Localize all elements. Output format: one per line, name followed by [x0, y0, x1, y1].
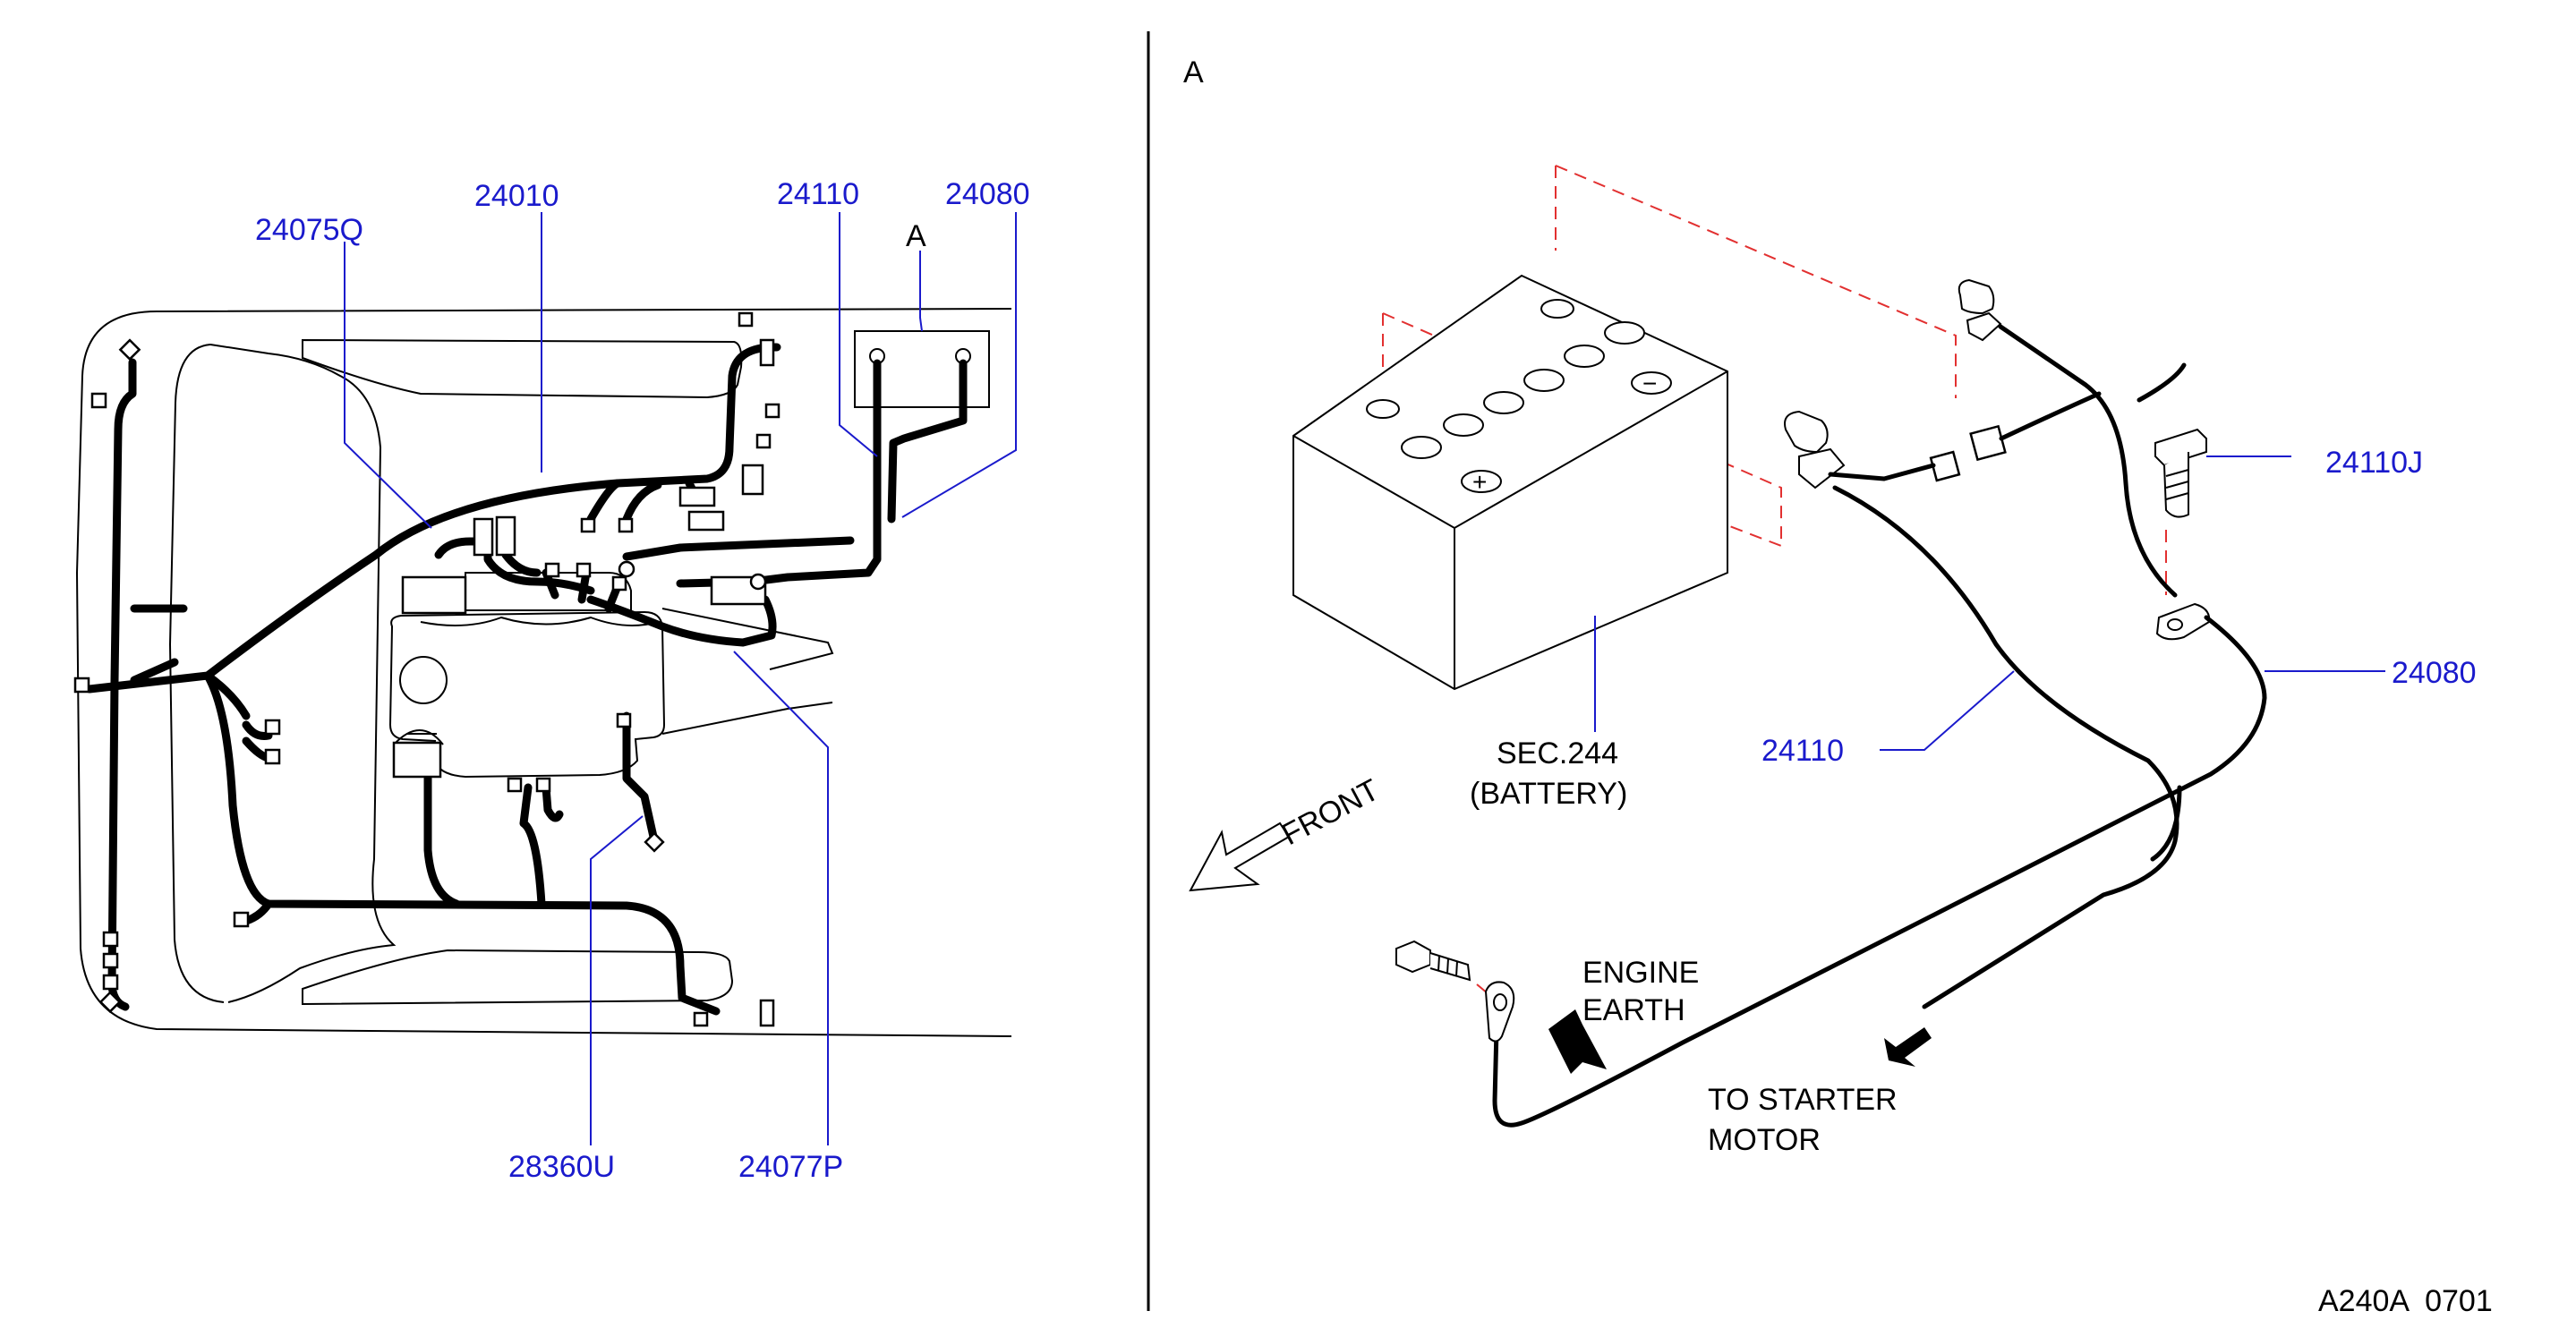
- label-front: FRONT: [1276, 773, 1385, 853]
- label-to-starter-2: MOTOR: [1708, 1123, 1821, 1157]
- battery-cells: [1366, 299, 1672, 493]
- label-24080-right: 24080: [2392, 656, 2477, 690]
- earth-terminal: [1484, 981, 1515, 1043]
- label-view-a: A: [906, 219, 926, 253]
- bolt-24110j: [2154, 428, 2207, 518]
- label-engine-earth-1: ENGINE: [1582, 956, 1699, 990]
- starter-arrow: [1884, 1027, 1932, 1067]
- main-harness-24010: [85, 343, 781, 1016]
- leader-24080: [901, 212, 1017, 518]
- cable-24110: [1828, 463, 1936, 481]
- label-battery-sec: SEC.244: [1497, 736, 1618, 770]
- front-arrow: [1189, 821, 1291, 892]
- label-24110j: 24110J: [2325, 446, 2423, 480]
- harness-connectors: [73, 311, 780, 1027]
- label-24010: 24010: [474, 179, 559, 213]
- engine-earth-arrow: [1548, 1009, 1607, 1074]
- battery-detail-view: A: [1183, 55, 2477, 1157]
- label-28360u: 28360U: [508, 1150, 615, 1184]
- label-24077p: 24077P: [738, 1150, 843, 1184]
- cable-24080: [1492, 615, 2267, 1128]
- battery-cables: [1492, 324, 2267, 1128]
- sheet-code: A240A 0701: [2318, 1284, 2493, 1318]
- leader-24110-right: [1880, 670, 2015, 751]
- label-to-starter-1: TO STARTER: [1708, 1083, 1898, 1117]
- leader-24075q: [344, 242, 432, 529]
- battery-sec244: + −: [1292, 274, 1728, 691]
- leader-a: [919, 251, 923, 332]
- label-24080: 24080: [945, 177, 1030, 211]
- leader-24077p: [733, 651, 829, 1145]
- view-letter-a: A: [1183, 55, 1204, 89]
- battery-plus-symbol: +: [1472, 468, 1487, 496]
- engine-room-outline: [75, 308, 1012, 1037]
- label-24075q: 24075Q: [255, 213, 363, 247]
- earth-bolt: [1395, 940, 1471, 982]
- left-leader-lines: [344, 212, 1017, 1145]
- engine-lower-harness-28360u: [423, 711, 658, 908]
- label-24110: 24110: [777, 177, 859, 211]
- leader-28360u: [590, 815, 644, 1145]
- battery-minus-symbol: −: [1642, 370, 1657, 397]
- leader-24110: [839, 212, 878, 457]
- battery-terminals: [1784, 278, 2211, 641]
- cable-to-starter: [1832, 485, 2179, 1009]
- label-engine-earth-2: EARTH: [1582, 993, 1685, 1027]
- label-battery-name: (BATTERY): [1470, 777, 1627, 811]
- engine-room-view: 24075Q 24010 24110 24080 A 28360U 24077P: [73, 177, 1030, 1184]
- right-leader-lines: [1594, 455, 2385, 751]
- label-24110-right: 24110: [1761, 734, 1844, 768]
